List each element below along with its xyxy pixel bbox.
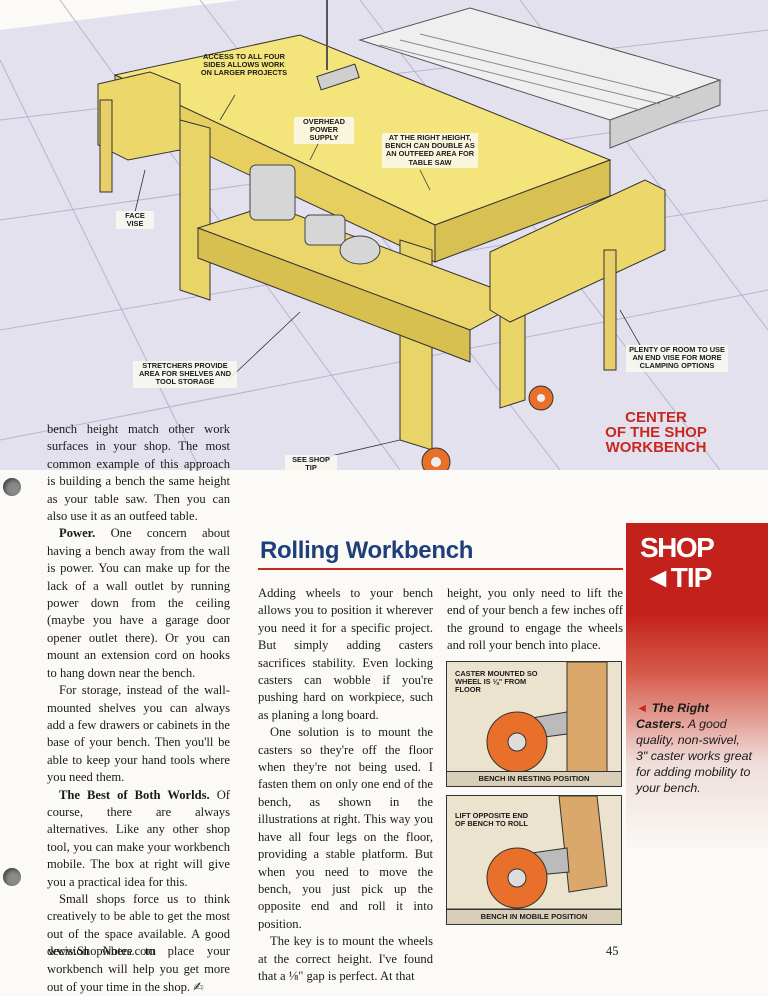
shelf-tools (249, 164, 381, 265)
caster-icon (421, 385, 554, 470)
paragraph: One solution is to mount the casters so … (258, 725, 433, 931)
shop-tip-word-tip: ◄TIP (644, 562, 712, 593)
shop-tip-panel (626, 523, 768, 992)
paragraph-body: Of course, there are always alternatives… (47, 787, 231, 889)
caster-resting-drawing (447, 662, 621, 774)
sidebar-column-3: height, you only need to lift the end of… (447, 585, 623, 655)
shop-tip-word-shop: SHOP (640, 532, 715, 563)
end-mark-icon: ✍ (193, 979, 204, 994)
paragraph: For storage, instead of the wall-mounted… (47, 683, 230, 785)
shop-tip-caption: ◄ The Right Casters. A good quality, non… (636, 700, 754, 796)
callout-stretchers: STRETCHERS PROVIDE AREA FOR SHELVES AND … (133, 361, 237, 388)
callout-see-shop-tip: SEE SHOP TIP (285, 455, 337, 474)
illustration-title: CENTER OF THE SHOP WORKBENCH (596, 410, 716, 455)
article-column-1: bench height match other work surfaces i… (47, 421, 230, 996)
paragraph: The key is to mount the wheels at the co… (258, 934, 433, 983)
outlet-box (316, 63, 360, 91)
paragraph: Small shops force us to think creatively… (47, 891, 230, 996)
footer-url: www.ShopNotes.com (48, 944, 156, 958)
callout-overhead-power: OVERHEAD POWER SUPPLY (294, 117, 354, 144)
callout-table-height: AT THE RIGHT HEIGHT, BENCH CAN DOUBLE AS… (382, 133, 478, 168)
title-line-1: CENTER (625, 409, 687, 426)
table-saw (358, 7, 722, 149)
binder-hole (3, 868, 21, 886)
callout-access: ACCESS TO ALL FOUR SIDES ALLOWS WORK ON … (200, 52, 288, 78)
caster-resting-panel: CASTER MOUNTED SO WHEEL IS ⅛" FROM FLOOR… (446, 661, 622, 787)
panel-caption-bar: BENCH IN RESTING POSITION (447, 771, 621, 786)
paragraph: Adding wheels to your bench allows you t… (258, 586, 433, 722)
title-line-3: WORKBENCH (605, 439, 707, 456)
paragraph-lead: Power. (59, 526, 96, 541)
paragraph: bench height match other work surfaces i… (47, 422, 230, 524)
workbench-illustration (0, 0, 768, 470)
caption-arrow-icon: ◄ (636, 701, 652, 715)
binder-hole (3, 478, 21, 496)
paragraph: Power. One concern about having a bench … (47, 525, 230, 682)
paragraph: The Best of Both Worlds. Of course, ther… (47, 787, 230, 891)
caster-mobile-panel: LIFT OPPOSITE END OF BENCH TO ROLL BENCH… (446, 795, 622, 925)
end-vise (489, 179, 666, 371)
paragraph: height, you only need to lift the end of… (447, 586, 623, 653)
page-number: 45 (606, 944, 619, 958)
callout-face-vise: FACE VISE (116, 211, 154, 230)
title-line-2: OF THE SHOP (605, 424, 707, 441)
caster-mobile-drawing (447, 796, 621, 910)
paragraph-body: Small shops force us to think creatively… (47, 891, 230, 994)
paragraph-body: One concern about having a bench away fr… (47, 526, 230, 680)
panel-caption-bar: BENCH IN MOBILE POSITION (447, 909, 621, 924)
sidebar-column-2: Adding wheels to your bench allows you t… (258, 585, 433, 985)
face-vise (97, 71, 181, 193)
sidebar-title: Rolling Workbench (260, 537, 474, 564)
panel-label: CASTER MOUNTED SO WHEEL IS ⅛" FROM FLOOR (455, 669, 538, 695)
caption-body: A good quality, non-swivel, 3" caster wo… (636, 717, 752, 795)
title-rule (258, 568, 623, 570)
panel-label: LIFT OPPOSITE END OF BENCH TO ROLL (455, 811, 529, 829)
paragraph-lead: The Best of Both Worlds. (59, 787, 210, 802)
caption-lead: The Right Casters. (636, 701, 709, 731)
callout-end-vise: PLENTY OF ROOM TO USE AN END VISE FOR MO… (626, 345, 728, 372)
